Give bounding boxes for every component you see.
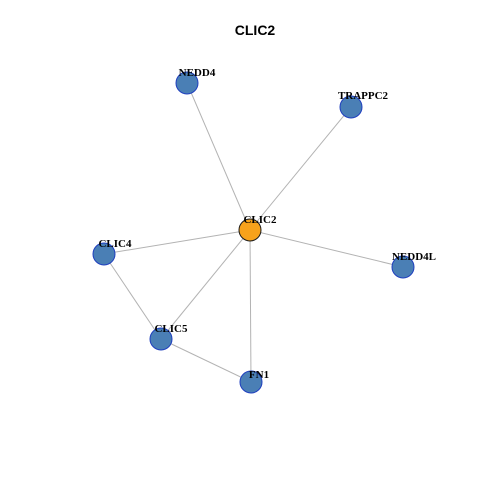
- node-circle-nedd4l: [391, 255, 415, 279]
- node-label-trappc2: TRAPPC2: [338, 90, 389, 102]
- node-circle-clic5: [149, 327, 173, 351]
- edge-clic2-trappc2: [249, 106, 352, 231]
- edge-clic5-fn1: [160, 338, 252, 383]
- node-clic2: CLIC2: [238, 214, 277, 242]
- node-label-nedd4: NEDD4: [179, 67, 216, 79]
- edge-clic2-clic4: [103, 229, 251, 255]
- node-nedd4l: NEDD4L: [391, 251, 436, 279]
- edge-clic2-clic5: [160, 229, 251, 340]
- node-label-clic5: CLIC5: [154, 323, 188, 335]
- node-clic5: CLIC5: [149, 323, 188, 351]
- node-trappc2: TRAPPC2: [338, 90, 389, 119]
- diagram-title: CLIC2: [235, 22, 276, 38]
- node-circle-nedd4: [175, 71, 199, 95]
- node-circle-fn1: [239, 370, 263, 394]
- node-fn1: FN1: [239, 369, 269, 394]
- node-clic4: CLIC4: [92, 238, 132, 266]
- node-label-clic4: CLIC4: [98, 238, 132, 250]
- edge-clic4-clic5: [103, 253, 162, 340]
- node-label-nedd4l: NEDD4L: [392, 251, 436, 263]
- edge-layer: [103, 82, 404, 383]
- edge-clic2-nedd4l: [249, 229, 404, 268]
- node-label-clic2: CLIC2: [243, 214, 277, 226]
- node-circle-clic4: [92, 242, 116, 266]
- node-circle-trappc2: [339, 95, 363, 119]
- node-nedd4: NEDD4: [175, 67, 216, 95]
- edge-clic2-nedd4: [186, 82, 251, 231]
- node-label-fn1: FN1: [249, 369, 269, 381]
- node-circle-clic2: [238, 218, 262, 242]
- edge-clic2-fn1: [249, 229, 252, 383]
